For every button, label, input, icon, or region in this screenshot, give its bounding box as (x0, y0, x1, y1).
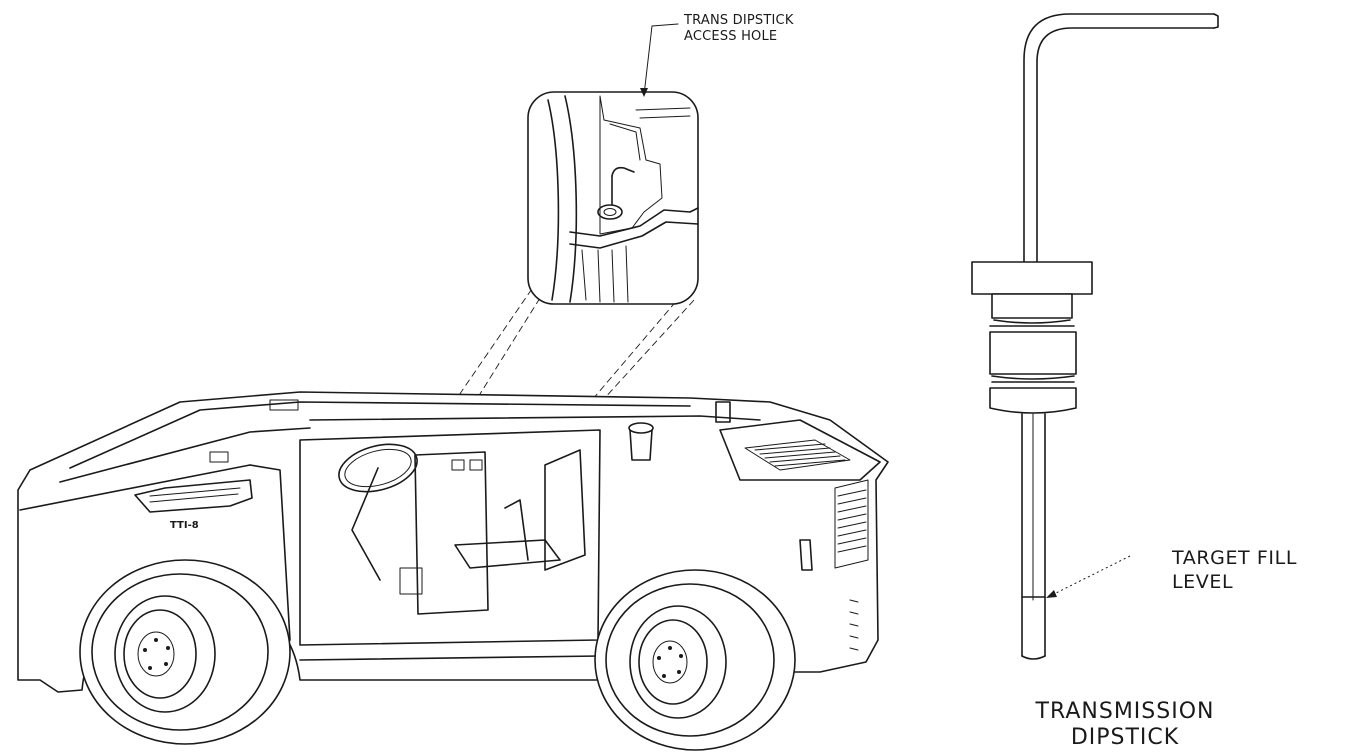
inset-frame (527, 91, 699, 305)
inset-floor-plate-2 (569, 221, 699, 249)
control-panel-switch-2 (469, 459, 483, 471)
fill-level-label-line2: LEVEL (1172, 571, 1233, 593)
front-deck-vent (269, 399, 299, 411)
center-deck-edge (309, 415, 761, 421)
front-bumper-line (19, 464, 251, 511)
control-panel-box (399, 567, 423, 595)
access-hole-leader (643, 23, 679, 96)
front-deck-light (209, 451, 229, 463)
inset-housing-edge (547, 99, 560, 301)
seat-lever (504, 499, 529, 561)
model-badge-text: TTI-8 (170, 520, 199, 531)
inset-dipstick-handle (611, 166, 635, 177)
inset-lower-ribs (581, 245, 629, 303)
dipstick-access-detail-inset (419, 91, 699, 459)
dipstick-title-line1: TRANSMISSION (1035, 699, 1215, 724)
front-logo-badge-lines (149, 487, 241, 503)
rear-side-plate (799, 539, 813, 571)
dipstick-groove-2 (991, 375, 1075, 380)
inset-housing-edge-2 (564, 95, 578, 303)
fill-level-label-line1: TARGET FILL (1171, 547, 1297, 569)
dipstick-handle-tip (1213, 13, 1219, 29)
dipstick-handle (1023, 13, 1215, 263)
lower-body-line (299, 655, 601, 661)
steering-column (351, 467, 381, 581)
projection-line-left (419, 279, 539, 453)
inset-floor-plate (569, 207, 699, 237)
seat-cushion (454, 539, 561, 569)
dipstick-body-upper (991, 293, 1073, 319)
inset-grommet-hole (603, 208, 617, 216)
inset-panel-rib (609, 123, 641, 161)
access-hole-label-line2: ACCESS HOLE (684, 29, 777, 44)
fill-level-leader (1049, 555, 1131, 597)
dash-instrument-cap (628, 422, 654, 434)
access-hole-leader-arrow (640, 88, 648, 97)
tow-tractor-illustration: TTI-8 (17, 391, 889, 751)
inset-top-lines (635, 107, 691, 119)
dipstick-body-lower (989, 387, 1077, 414)
dipstick-groove-1 (993, 319, 1071, 324)
dash-instrument-column (629, 429, 653, 461)
steering-wheel-inner (344, 448, 412, 488)
dipstick-body-middle (989, 331, 1077, 375)
rear-hood (719, 419, 881, 481)
front-wheel (79, 559, 291, 745)
front-logo-badge (134, 479, 253, 513)
rear-vent-grille (744, 439, 869, 569)
access-hole-label-line1: TRANS DIPSTICK (683, 13, 794, 28)
dipstick-rod-end (1021, 655, 1046, 660)
transmission-dipstick-drawing (971, 13, 1219, 660)
inset-dipstick-grommet (597, 204, 623, 220)
rear-wheel (594, 569, 796, 751)
rear-beacon-light (715, 401, 731, 423)
seat-back (544, 449, 586, 571)
side-control-panel (414, 451, 489, 615)
steering-wheel (338, 443, 418, 493)
front-hood-line (59, 427, 311, 483)
dipstick-title-line2: DIPSTICK (1071, 725, 1179, 750)
rear-side-louvers (849, 599, 859, 651)
inset-panel (599, 95, 663, 235)
dipstick-cap (971, 261, 1093, 295)
control-panel-switch-1 (451, 459, 465, 471)
dipstick-handle-inner (1036, 27, 1215, 263)
upper-deck-line (69, 401, 691, 469)
fill-level-leader-arrow (1046, 590, 1057, 598)
